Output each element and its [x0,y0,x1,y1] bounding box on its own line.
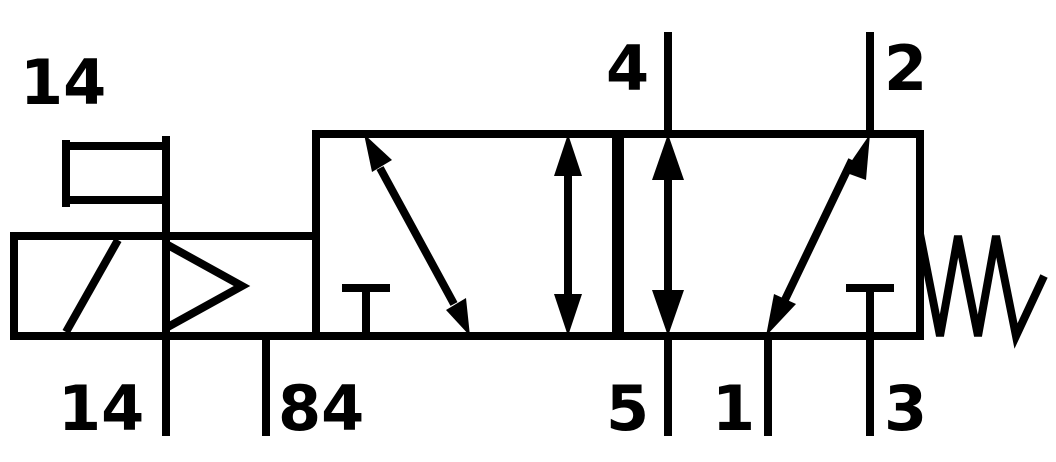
label-port-3: 3 [884,372,927,445]
right-position-flows [652,134,894,336]
port-lines [664,32,874,436]
label-pilot-port: 14 [58,372,144,445]
label-port-5: 5 [606,372,649,445]
manual-override-symbol [62,136,170,436]
label-manual-override: 14 [20,46,106,119]
left-position-flows [342,134,582,336]
label-port-4: 4 [606,32,649,105]
valve-body [312,130,924,340]
label-port-1: 1 [712,372,755,445]
label-pilot-exhaust: 84 [278,372,364,445]
label-port-2: 2 [884,32,927,105]
return-spring [916,233,1048,349]
